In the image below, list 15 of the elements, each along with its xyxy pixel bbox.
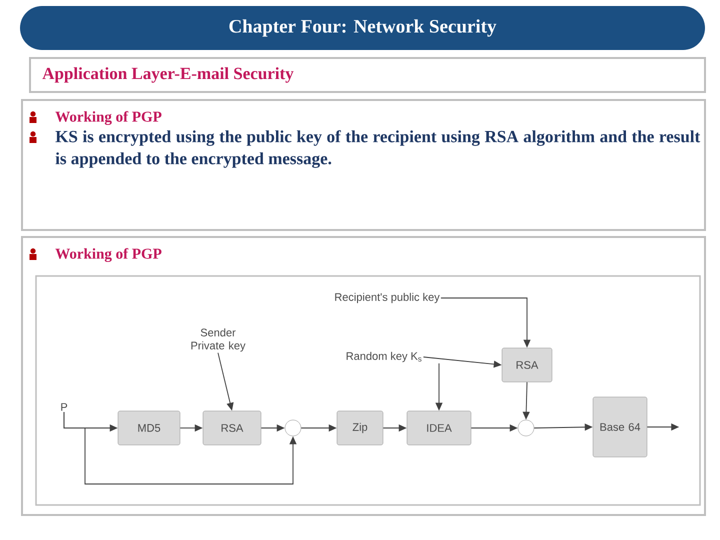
concatenation-circle [284,420,302,436]
input-label: P [61,403,68,411]
process-box: Zip [336,410,384,446]
key-label: Recipient's public key [335,292,440,304]
section-header: Application Layer-E-mail Security [29,57,706,93]
process-box: RSA [202,410,262,446]
key-label: Random key K$_{s}$ [346,352,422,362]
process-box: IDEA [406,410,472,446]
concatenation-circle [518,420,534,436]
process-box: MD5 [118,410,180,446]
process-box: Base 64 [592,396,648,458]
bullet-text: KS is encrypted using the public key of the recipient using RSA algorithm and the result is appended to the encrypted message. [56,130,700,168]
title-band: Chapter Four: Network Security [20,6,705,50]
process-box: RSA [502,348,552,382]
key-label: Sender Private key [191,328,246,352]
